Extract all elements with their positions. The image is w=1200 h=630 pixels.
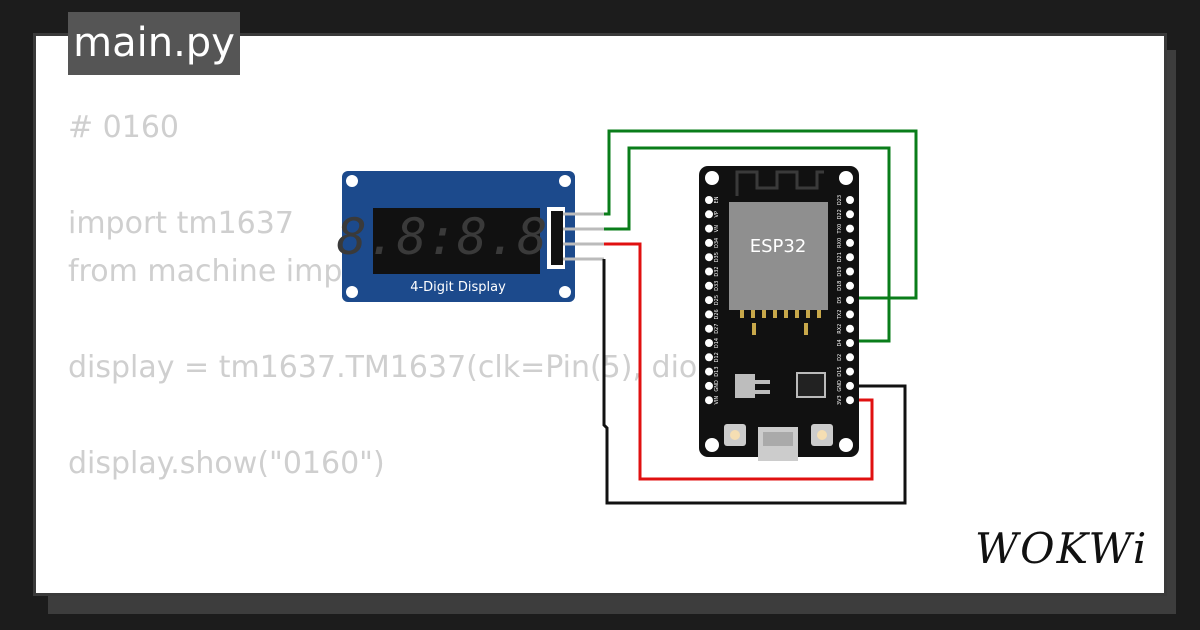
- pin-d12[interactable]: [705, 353, 713, 362]
- pin-label: D2: [837, 354, 843, 361]
- pin-d21[interactable]: [846, 253, 854, 262]
- pin-label: RX0: [837, 238, 843, 248]
- pin-d25[interactable]: [705, 296, 713, 305]
- pin-vn[interactable]: [705, 224, 713, 233]
- tm1637-display-module[interactable]: 8.8:8.8. 4-Digit Display: [337, 171, 604, 302]
- pin-label: D32: [714, 266, 720, 276]
- pin-label: D25: [714, 295, 720, 305]
- pin-label: TX0: [837, 224, 843, 235]
- pin-label: D15: [837, 366, 843, 376]
- file-tab[interactable]: main.py: [68, 12, 240, 75]
- pin-d13[interactable]: [705, 367, 713, 376]
- code-editor[interactable]: # 0160 import tm1637 from machine import…: [68, 104, 821, 488]
- pin-tx0[interactable]: [846, 224, 854, 233]
- code-line: display.show("0160"): [68, 446, 385, 481]
- pin-d23[interactable]: [846, 196, 854, 204]
- pin-label: VP: [714, 211, 720, 217]
- pin-label: RX2: [837, 324, 843, 334]
- pin-label: EN: [714, 196, 720, 203]
- pin-d27[interactable]: [705, 324, 713, 333]
- pin-label: D21: [837, 252, 843, 262]
- seven-segment-window: [373, 208, 540, 274]
- pin-vp[interactable]: [705, 210, 713, 219]
- display-label: 4-Digit Display: [410, 280, 506, 295]
- pin-d26[interactable]: [705, 310, 713, 319]
- pin-label: D4: [837, 339, 843, 346]
- wire-vcc: [604, 242, 874, 481]
- segment-digits: 8.8:8.8.: [337, 208, 578, 266]
- pin-d35[interactable]: [705, 253, 713, 262]
- pin-label: D22: [837, 209, 843, 219]
- pin-label: D12: [714, 352, 720, 362]
- wires: [602, 129, 918, 505]
- esp32-module: [729, 202, 828, 310]
- pin-gnd[interactable]: [705, 381, 713, 390]
- pin-3v3[interactable]: [846, 396, 854, 405]
- pin-label: D33: [714, 281, 720, 291]
- wokwi-logo: WOKWi: [975, 524, 1149, 573]
- pin-tx2[interactable]: [846, 310, 854, 319]
- pin-d4[interactable]: [846, 339, 854, 347]
- pin-vin[interactable]: [705, 396, 713, 405]
- code-line: import tm1637: [68, 206, 294, 241]
- pin-label: TX2: [837, 310, 843, 321]
- usb-chip: [796, 372, 826, 398]
- wire-gnd: [602, 259, 907, 505]
- pin-d34[interactable]: [705, 238, 713, 247]
- pin-label: VN: [714, 225, 720, 232]
- pin-d22[interactable]: [846, 210, 854, 219]
- pin-rx0[interactable]: [846, 238, 854, 247]
- pin-d14[interactable]: [705, 339, 713, 347]
- pin-rx2[interactable]: [846, 324, 854, 333]
- pin-d19[interactable]: [846, 267, 854, 276]
- pin-label: 3V3: [837, 395, 843, 405]
- pin-d32[interactable]: [705, 267, 713, 276]
- pin-label: D13: [714, 366, 720, 376]
- pin-label: D27: [714, 324, 720, 334]
- pin-label: GND: [714, 380, 720, 392]
- pin-d18[interactable]: [846, 281, 854, 290]
- code-line: # 0160: [68, 110, 180, 145]
- pin-d33[interactable]: [705, 281, 713, 290]
- pin-d2[interactable]: [846, 353, 854, 362]
- pin-label: D23: [837, 195, 843, 205]
- chip-label: ESP32: [750, 236, 807, 257]
- pin-label: D34: [714, 238, 720, 248]
- pin-label: GND: [837, 380, 843, 392]
- pin-label: D5: [837, 297, 843, 304]
- pin-d5[interactable]: [846, 296, 854, 305]
- pin-label: VIN: [714, 396, 720, 405]
- regulator: [735, 374, 755, 398]
- wire-dio: [604, 146, 891, 343]
- pin-en[interactable]: [705, 196, 713, 204]
- esp32-board[interactable]: ESP32 ENVPVND34D35D32D33D25D26D27D14D12D…: [699, 166, 859, 461]
- pin-label: D19: [837, 266, 843, 276]
- pin-d15[interactable]: [846, 367, 854, 376]
- pin-label: D35: [714, 252, 720, 262]
- pin-label: D14: [714, 338, 720, 348]
- project-card: [33, 33, 1167, 596]
- pin-label: D26: [714, 309, 720, 319]
- pin-label: D18: [837, 281, 843, 291]
- pin-gnd[interactable]: [846, 381, 854, 390]
- wire-clk: [604, 129, 918, 300]
